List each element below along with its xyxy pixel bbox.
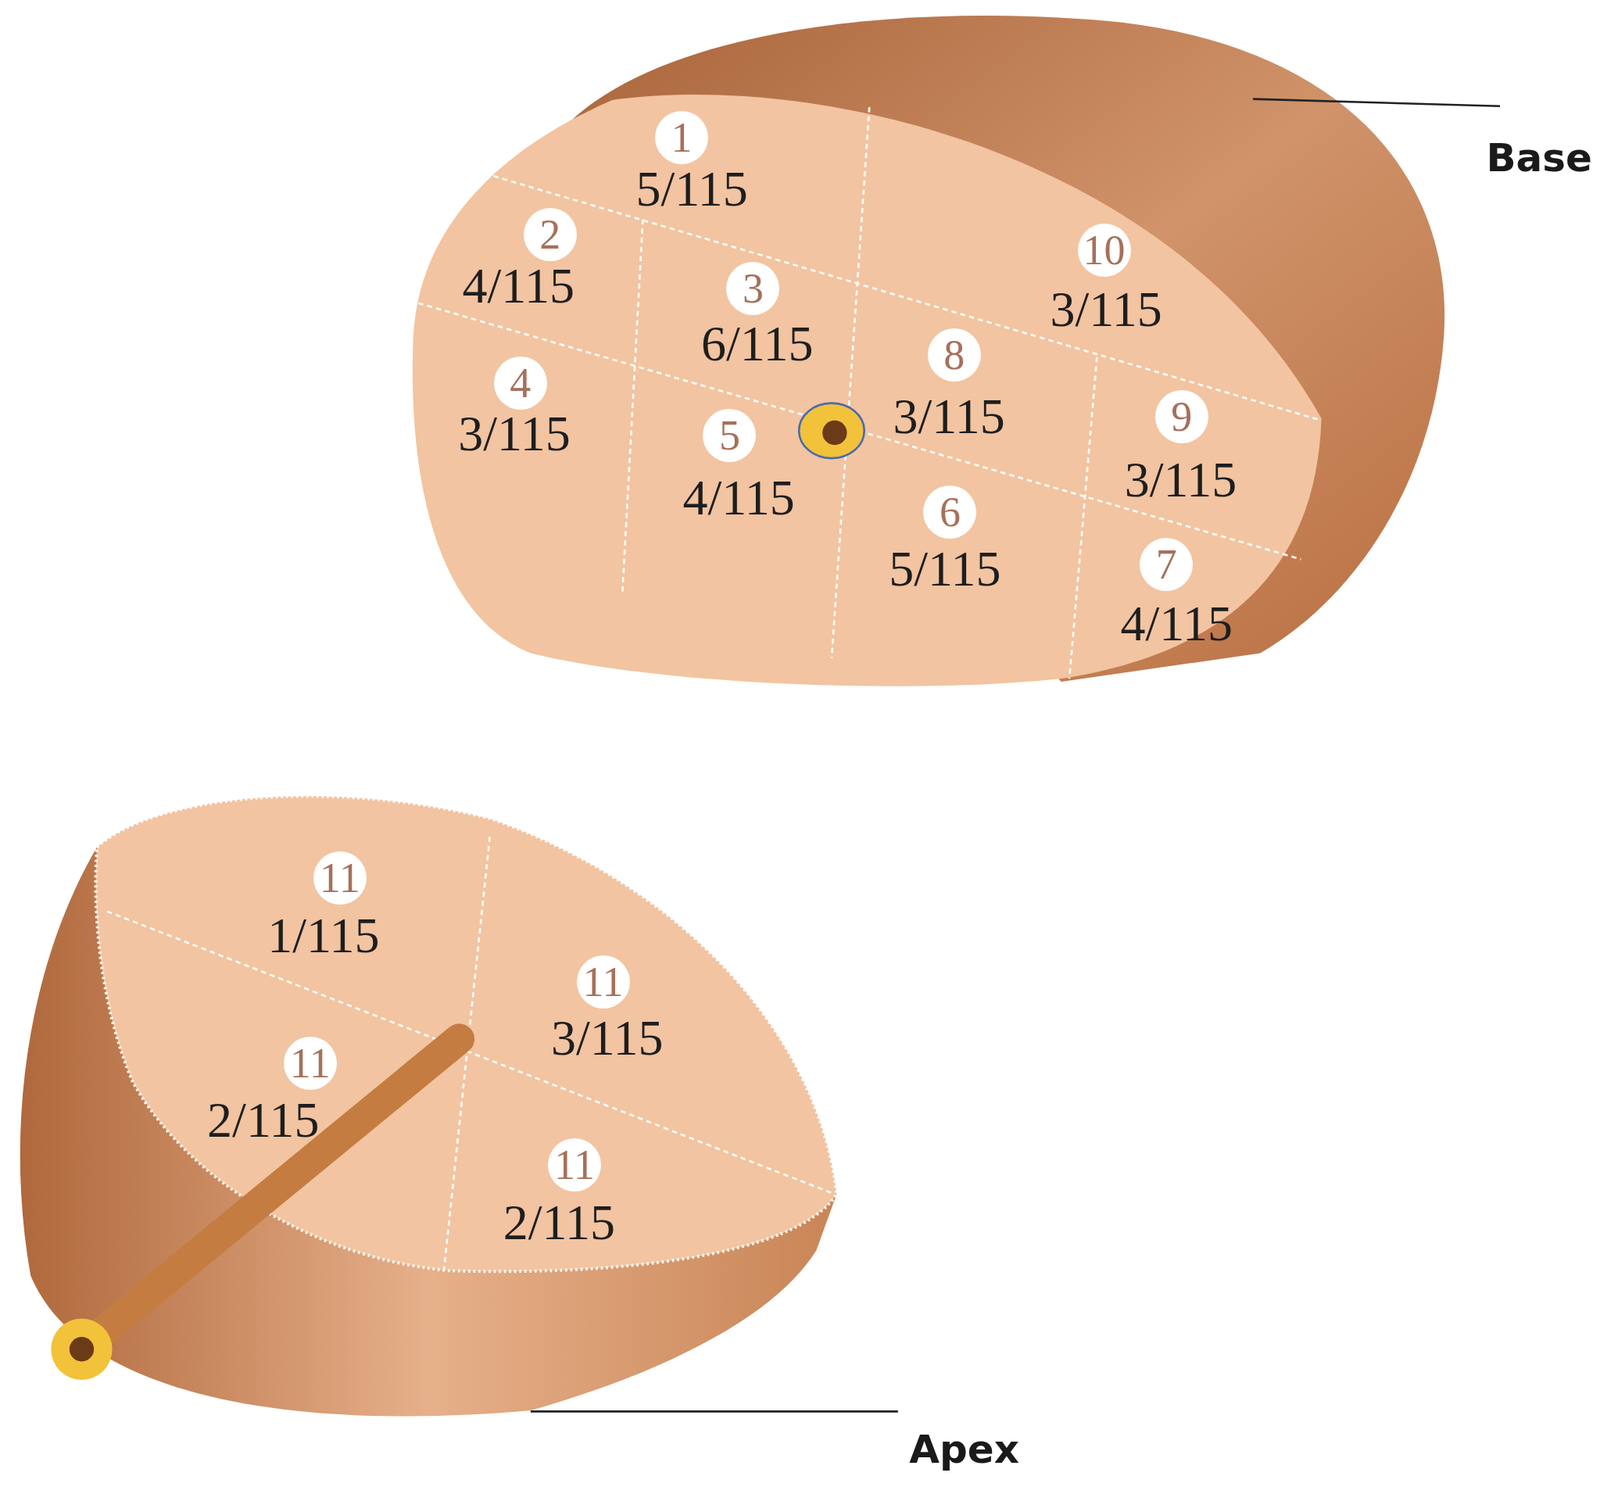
count-label: 2/115 [503, 1197, 616, 1248]
part-label: Apex [909, 1429, 1020, 1469]
region-number: 11 [319, 856, 361, 899]
region-marker: 103/115 [1077, 223, 1132, 277]
count-label: 3/115 [1049, 284, 1162, 335]
region-marker: 111/115 [313, 851, 367, 905]
count-label: 4/115 [682, 472, 795, 523]
region-marker: 15/115 [655, 110, 709, 165]
region-number: 2 [539, 213, 561, 256]
region-number: 11 [583, 960, 624, 1003]
urethra-lumen [822, 420, 847, 445]
region-marker: 93/115 [1155, 390, 1209, 444]
count-label: 1/115 [267, 910, 380, 961]
count-label: 3/115 [1124, 454, 1237, 505]
count-label: 5/115 [888, 544, 1001, 595]
region-number: 5 [719, 414, 741, 457]
leader-line [530, 1410, 899, 1413]
leader-line [1252, 99, 1500, 107]
urethra-tube [83, 1038, 459, 1347]
region-number: 10 [1083, 229, 1126, 272]
region-number: 8 [943, 333, 965, 376]
part-label: Base [1485, 138, 1593, 178]
region-number: 1 [671, 116, 693, 159]
count-label: 2/115 [207, 1095, 319, 1146]
count-label: 6/115 [701, 318, 813, 369]
region-number: 11 [554, 1143, 595, 1186]
urethra-section [798, 403, 865, 459]
count-label: 3/115 [458, 408, 570, 459]
count-label: 3/115 [551, 1012, 663, 1064]
region-marker: 43/115 [493, 356, 548, 410]
region-marker: 24/115 [523, 207, 577, 262]
region-number: 7 [1156, 543, 1178, 586]
region-number: 3 [742, 267, 764, 310]
urethra-end [50, 1318, 112, 1380]
region-marker: 83/115 [927, 328, 981, 382]
count-label: 4/115 [461, 261, 574, 312]
region-marker: 112/115 [283, 1036, 337, 1090]
region-number: 11 [289, 1041, 331, 1085]
base-cut-face [412, 94, 1322, 687]
region-number: 6 [939, 490, 961, 534]
urethra-end-lumen [69, 1336, 94, 1361]
base-grid [418, 107, 1321, 679]
count-label: 5/115 [635, 164, 748, 215]
apex-grid [107, 836, 835, 1271]
region-marker: 112/115 [547, 1138, 602, 1192]
count-label: 4/115 [1120, 598, 1233, 649]
region-number: 9 [1170, 395, 1192, 438]
region-marker: 113/115 [576, 955, 630, 1009]
count-label: 3/115 [892, 391, 1005, 442]
region-number: 4 [509, 361, 531, 405]
region-marker: 74/115 [1139, 537, 1193, 591]
